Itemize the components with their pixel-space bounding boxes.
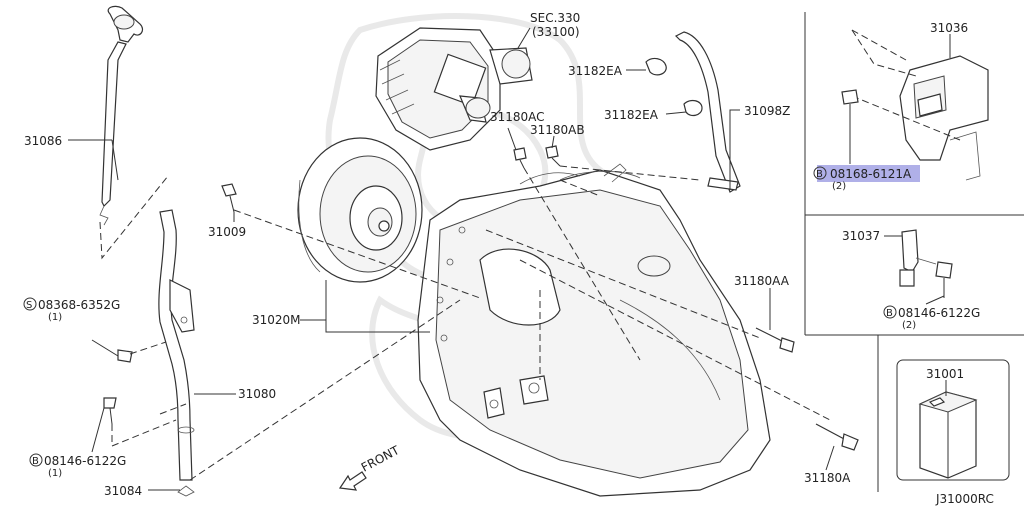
bolt-b1-number: 08146-6122G — [44, 454, 126, 468]
callout-bolt-b1[interactable]: B 08146-6122G (1) — [29, 453, 126, 479]
callouts: SEC.330 (33100) 31182EA 31182EA 31098Z 3… — [23, 11, 994, 506]
leader-lines — [68, 27, 951, 491]
front-arrow: FRONT — [338, 443, 402, 491]
callout-31020m[interactable]: 31020M — [252, 313, 301, 327]
bolt-08168-number: 08168-6121A — [830, 167, 912, 181]
callout-31180ab[interactable]: 31180AB — [530, 123, 585, 137]
callout-sec330-sub: (33100) — [532, 25, 580, 39]
callout-bolt-08168-highlighted[interactable]: B 08168-6121A (2) — [813, 166, 912, 192]
callout-31086[interactable]: 31086 — [24, 134, 62, 148]
bolt-s-prefix: S — [26, 300, 32, 311]
callout-31098z[interactable]: 31098Z — [744, 104, 790, 118]
callout-31182ea-mid[interactable]: 31182EA — [604, 108, 659, 122]
front-label: FRONT — [359, 443, 402, 475]
fluid-can-31001 — [896, 359, 1010, 481]
bolt-b1-prefix: B — [32, 456, 39, 467]
bolt-b2-icon — [935, 261, 953, 298]
sensor-31037 — [899, 229, 937, 287]
bolt-31180ac-icon — [513, 147, 527, 169]
bracket-31036 — [851, 29, 989, 181]
callout-31036[interactable]: 31036 — [930, 21, 968, 35]
callout-31080[interactable]: 31080 — [238, 387, 276, 401]
hose-clips — [645, 57, 703, 117]
callout-sec330[interactable]: SEC.330 — [530, 11, 580, 25]
callout-31001[interactable]: 31001 — [926, 367, 964, 381]
bolt-b2-qty: (2) — [902, 320, 916, 331]
bolt-08168-qty: (2) — [832, 181, 846, 192]
transmission-case — [417, 169, 771, 497]
callout-31180aa[interactable]: 31180AA — [734, 274, 790, 288]
bolts — [103, 145, 859, 451]
callout-31182ea-top[interactable]: 31182EA — [568, 64, 623, 78]
assembly-dashed-lines — [111, 165, 831, 481]
side-panels — [804, 12, 1024, 492]
callout-31009[interactable]: 31009 — [208, 225, 246, 239]
callout-31180a[interactable]: 31180A — [804, 471, 851, 485]
bolt-b1-icon — [103, 397, 117, 425]
bolt-31180aa-icon — [755, 327, 795, 353]
callout-31084[interactable]: 31084 — [104, 484, 142, 498]
bolt-s-icon — [117, 349, 133, 363]
selected-part-highlight — [817, 165, 920, 182]
bolt-31180a-icon — [815, 423, 859, 451]
bolt-31180ab-icon — [545, 145, 561, 167]
bolt-31009-icon — [221, 183, 237, 213]
callout-31180ac[interactable]: 31180AC — [490, 110, 545, 124]
bolt-b1-qty: (1) — [48, 468, 62, 479]
reference-code: J31000RC — [935, 492, 994, 506]
bolt-s-qty: (1) — [48, 312, 62, 323]
bolt-08168-prefix: B — [816, 169, 823, 180]
callout-31037[interactable]: 31037 — [842, 229, 880, 243]
callout-bolt-s[interactable]: S 08368-6352G (1) — [23, 297, 120, 323]
bolt-s-number: 08368-6352G — [38, 298, 120, 312]
bolt-b2-prefix: B — [886, 308, 893, 319]
callout-bolt-b2[interactable]: B 08146-6122G (2) — [883, 305, 980, 331]
torque-converter — [297, 137, 423, 283]
oil-pump-sec330 — [375, 27, 533, 151]
filler-tube — [158, 209, 195, 497]
bolt-08168-icon — [841, 89, 859, 164]
dipstick-assembly — [99, 5, 169, 260]
bolt-b2-number: 08146-6122G — [898, 306, 980, 320]
